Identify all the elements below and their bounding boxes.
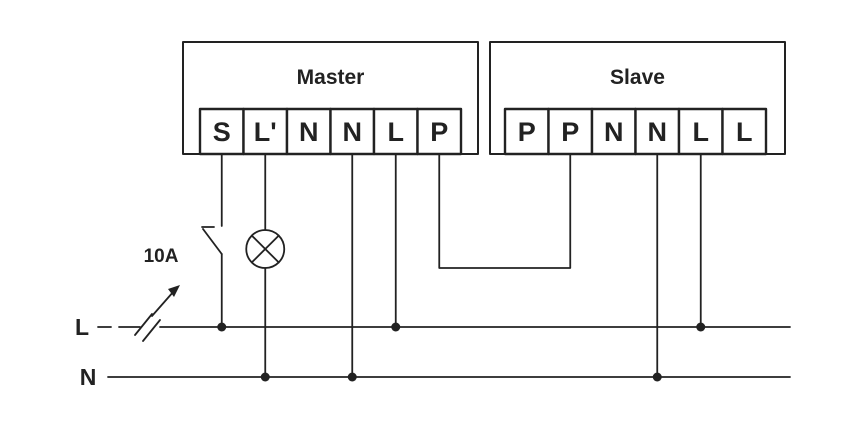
junction-dot	[347, 372, 357, 382]
terminal-label-slave-n2: N	[648, 117, 668, 147]
terminal-label-master-s: S	[213, 117, 231, 147]
terminal-label-slave-p2: P	[561, 117, 579, 147]
terminal-cell	[547, 107, 594, 156]
master-slave-p-link-wire	[438, 153, 572, 269]
master-unit: Master S L' N N L P	[182, 41, 479, 156]
diagram-root: Master S L' N N L P Slave P P N	[75, 41, 791, 390]
terminal-label-slave-l2: L	[736, 117, 753, 147]
terminal-label-master-p: P	[430, 117, 448, 147]
switch-icon	[201, 153, 223, 328]
terminal-label-master-l: L	[388, 117, 405, 147]
terminal-label-master-n1: N	[299, 117, 319, 147]
terminal-cell	[503, 107, 550, 156]
junction-dot	[696, 322, 706, 332]
terminal-label-slave-n1: N	[604, 117, 624, 147]
master-label: Master	[297, 66, 365, 89]
terminal-label-slave-l1: L	[693, 117, 710, 147]
slave-label: Slave	[610, 66, 665, 89]
terminal-label-slave-p1: P	[518, 117, 536, 147]
live-label: L	[75, 314, 89, 340]
junction-dot	[652, 372, 662, 382]
neutral-label: N	[80, 364, 97, 390]
breaker-rating-label: 10A	[144, 246, 179, 267]
junction-dot	[391, 322, 401, 332]
junction-dot	[217, 322, 227, 332]
slave-unit: Slave P P N N L L	[489, 41, 786, 156]
terminal-label-master-n2: N	[343, 117, 363, 147]
breaker-arrow-icon	[168, 285, 180, 297]
lamp-icon	[245, 153, 286, 378]
junction-dots	[217, 322, 706, 382]
breaker-icon: 10A	[134, 246, 180, 342]
junction-dot	[260, 372, 270, 382]
terminal-label-master-l1: L'	[254, 117, 277, 147]
terminal-cell	[721, 107, 768, 156]
